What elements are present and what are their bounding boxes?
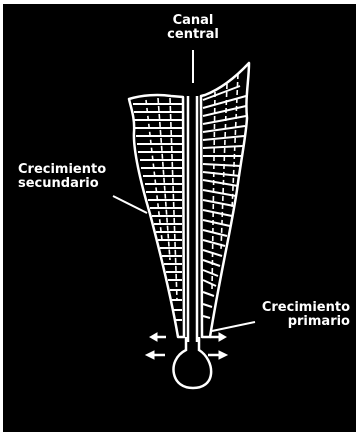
arrow-left-icon xyxy=(150,333,166,341)
label-crecimiento-secundario: Crecimiento secundario xyxy=(18,163,106,191)
arrow-left-icon xyxy=(146,351,165,359)
label-canal-line2: central xyxy=(163,28,223,42)
label-primario-line2: primario xyxy=(245,315,350,329)
label-crecimiento-primario: Crecimiento primario xyxy=(245,301,350,329)
label-canal-line1: Canal xyxy=(163,14,223,28)
root-tip xyxy=(174,337,212,388)
arrow-right-icon xyxy=(208,351,227,359)
label-secundario-line1: Crecimiento xyxy=(18,163,106,177)
secundario-pointer xyxy=(113,196,147,213)
right-wing-cells xyxy=(203,86,246,318)
label-canal-central: Canal central xyxy=(163,14,223,42)
label-primario-line1: Crecimiento xyxy=(245,301,350,315)
label-secundario-line2: secundario xyxy=(18,177,106,191)
arrow-right-icon xyxy=(210,333,226,341)
